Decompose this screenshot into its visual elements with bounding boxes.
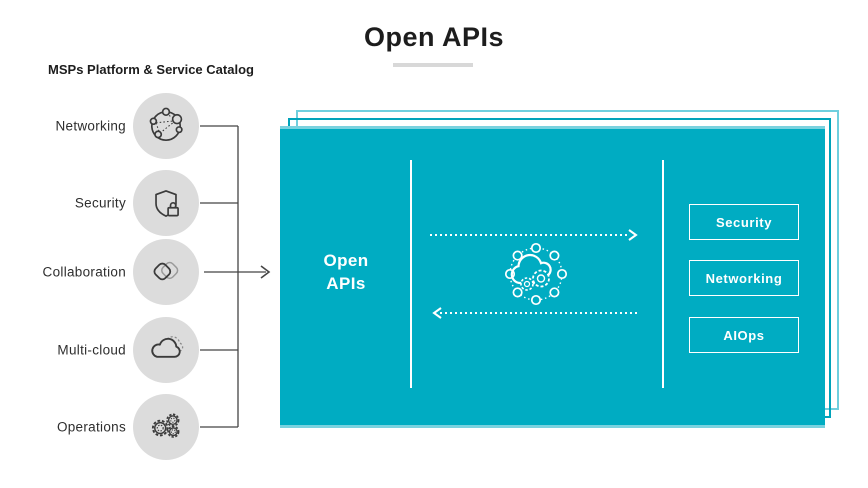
panel-button-networking: Networking — [689, 260, 799, 296]
network-nodes-icon — [149, 107, 183, 142]
catalog-item-circle — [133, 170, 199, 236]
catalog-item-label: Collaboration — [42, 264, 126, 280]
catalog-row-security: Security — [0, 170, 240, 236]
shield-lock-icon — [155, 190, 179, 217]
catalog-item-circle — [133, 394, 199, 460]
overlapping-squares-icon — [153, 261, 179, 281]
arrowhead-right-icon — [260, 265, 271, 279]
panel-label-line1: Open — [323, 251, 369, 270]
title-underline — [393, 63, 473, 67]
catalog-item-label: Multi-cloud — [57, 342, 126, 358]
catalog-row-operations: Operations — [0, 394, 240, 460]
catalog-item-circle — [133, 317, 199, 383]
catalog-row-multicloud: Multi-cloud — [0, 317, 240, 383]
catalog-row-collaboration: Collaboration — [0, 239, 240, 305]
catalog-item-label: Networking — [55, 118, 126, 134]
catalog-item-circle — [133, 93, 199, 159]
panel-divider-right — [662, 160, 664, 388]
panel-button-aiops: AIOps — [689, 317, 799, 353]
catalog-item-label: Security — [74, 195, 126, 211]
catalog-item-circle — [133, 239, 199, 305]
catalog-heading: MSPs Platform & Service Catalog — [48, 62, 254, 77]
panel-open-apis-label: Open APIs — [296, 249, 396, 295]
double-cloud-icon — [151, 336, 184, 358]
gears-icon — [151, 413, 180, 438]
catalog-row-networking: Networking — [0, 93, 240, 159]
catalog-item-label: Operations — [56, 419, 126, 435]
page-title: Open APIs — [363, 22, 505, 52]
panel-button-security: Security — [689, 204, 799, 240]
panel-label-line2: APIs — [326, 274, 366, 293]
panel-divider-left — [410, 160, 412, 388]
